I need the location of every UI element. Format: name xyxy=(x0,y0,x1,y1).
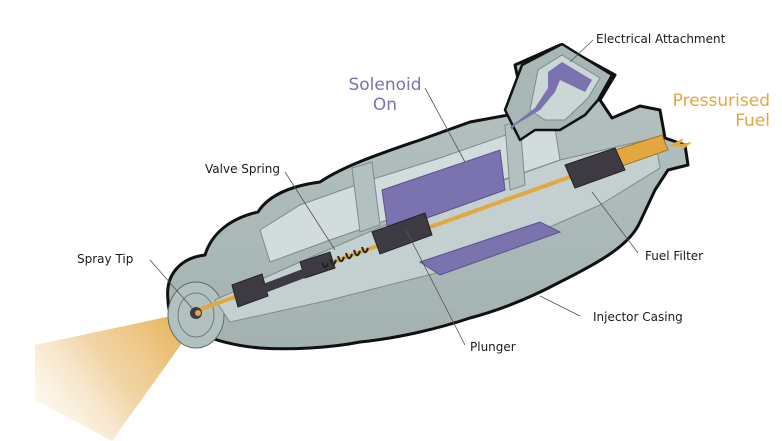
label-solenoid-line2: On xyxy=(372,95,398,115)
label-plunger: Plunger xyxy=(470,340,516,354)
label-solenoid-line1: Solenoid xyxy=(348,75,422,95)
solenoid-coil-lower xyxy=(418,221,562,276)
needle-tip-block xyxy=(231,273,269,308)
fuel-spray xyxy=(35,312,200,441)
label-injector-casing: Injector Casing xyxy=(593,310,683,324)
label-electrical-attachment: Electrical Attachment xyxy=(596,32,726,46)
label-pressurised-line1: Pressurised xyxy=(672,91,770,111)
label-solenoid-on: Solenoid On xyxy=(340,75,430,115)
nozzle-ring-inner xyxy=(177,292,215,338)
label-pressurised-line2: Fuel xyxy=(735,111,770,131)
label-fuel-filter: Fuel Filter xyxy=(645,249,704,263)
connector-wire xyxy=(510,62,592,130)
valve-spring-shape xyxy=(321,246,369,269)
needle-shaft xyxy=(258,268,307,295)
spray-tip-orifice xyxy=(195,310,201,316)
inner-wall xyxy=(351,161,381,233)
fuel-arrow-icon xyxy=(668,138,692,152)
label-spray-tip: Spray Tip xyxy=(77,252,134,266)
fuel-filter-shape xyxy=(564,147,626,189)
label-valve-spring: Valve Spring xyxy=(205,162,280,176)
solenoid-coil-upper xyxy=(381,149,506,233)
leader-lines xyxy=(149,39,639,346)
plunger-shape xyxy=(371,212,433,255)
label-pressurised-fuel: Pressurised Fuel xyxy=(650,91,770,131)
